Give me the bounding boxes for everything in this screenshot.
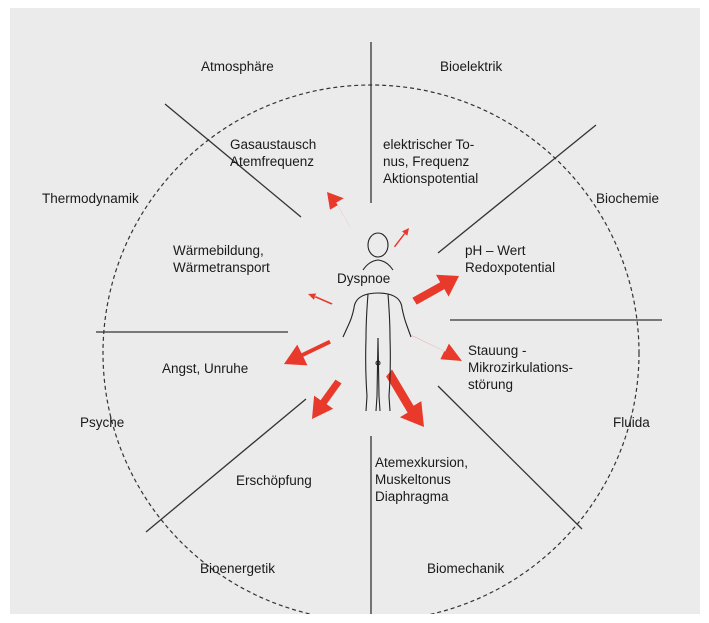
label-gasaustausch: Gasaustausch Atemfrequenz	[230, 136, 316, 170]
arrow-left-mid	[284, 340, 331, 366]
sector-dividers	[96, 42, 662, 614]
label-atemexkursion: Atemexkursion, Muskeltonus Diaphragma	[375, 454, 468, 505]
label-atmosphaere: Atmosphäre	[201, 58, 274, 75]
arrow-left-small	[308, 294, 333, 305]
arrow-down-left	[312, 380, 342, 419]
label-dyspnoe: Dyspnoe	[337, 270, 390, 287]
label-fluida: Fluida	[613, 414, 650, 431]
label-angst: Angst, Unruhe	[162, 360, 248, 377]
label-erschoepfung: Erschöpfung	[236, 472, 312, 489]
arrow-up-right-small	[394, 228, 409, 247]
label-ph: pH – Wert Redoxpotential	[465, 242, 555, 276]
arrow-right-lower	[412, 335, 462, 361]
label-stauung: Stauung - Mikrozirkulations- störung	[468, 342, 573, 393]
arrow-up-left-large	[327, 192, 351, 229]
dyspnoe-diagram	[10, 8, 700, 614]
label-bioenergetik: Bioenergetik	[200, 560, 275, 577]
label-waerme: Wärmebildung, Wärmetransport	[173, 242, 270, 276]
label-biomechanik: Biomechanik	[427, 560, 504, 577]
arrow-right-upper	[412, 275, 459, 305]
divider-bottom-left	[146, 399, 306, 532]
label-psyche: Psyche	[80, 414, 124, 431]
label-thermodynamik: Thermodynamik	[42, 190, 139, 207]
red-arrows	[284, 192, 462, 427]
label-elektrisch: elektrischer To- nus, Frequenz Aktionspo…	[383, 136, 478, 187]
label-biochemie: Biochemie	[596, 190, 659, 207]
arrow-down-right-large	[386, 370, 424, 428]
label-bioelektrik: Bioelektrik	[440, 58, 502, 75]
diagram-panel: Atmosphäre Bioelektrik Thermodynamik Bio…	[10, 8, 700, 614]
